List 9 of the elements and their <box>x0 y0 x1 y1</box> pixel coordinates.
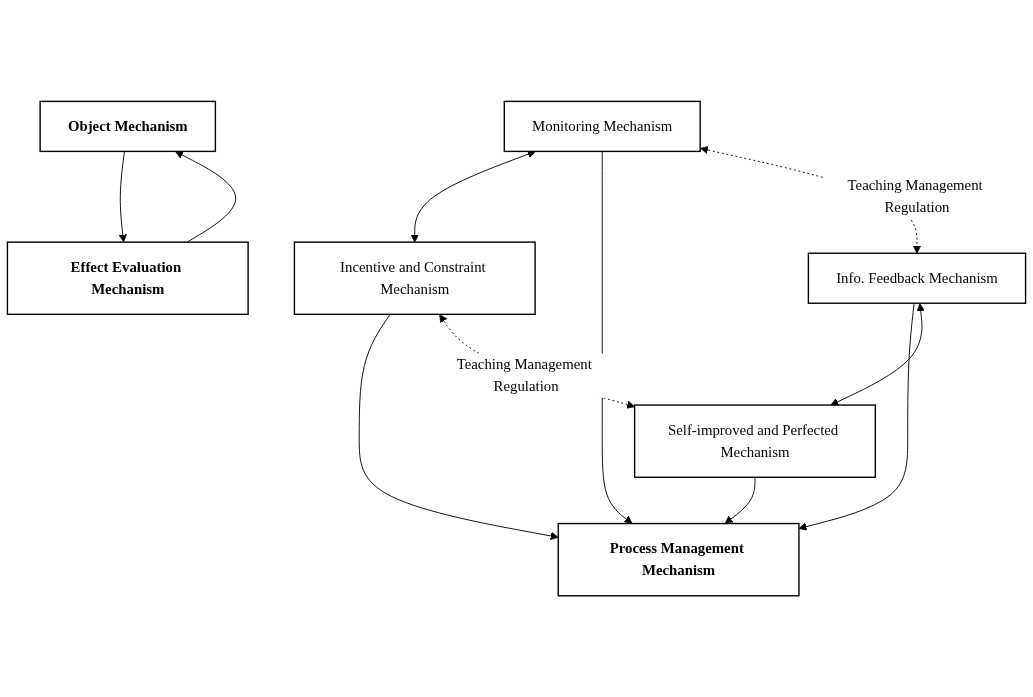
edge-label: Teaching Management Regulation <box>456 356 592 395</box>
node-box: Object Mechanism <box>39 100 217 152</box>
node-box: Info. Feedback Mechanism <box>807 252 1027 304</box>
node-box: Effect Evaluation Mechanism <box>6 241 249 315</box>
edge-label: Teaching Management Regulation <box>847 177 983 216</box>
node-box: Incentive and Constraint Mechanism <box>293 241 536 315</box>
node-box: Self-improved and Perfected Mechanism <box>633 404 877 478</box>
node-box: Monitoring Mechanism <box>503 100 701 152</box>
node-box: Process Management Mechanism <box>557 522 800 597</box>
